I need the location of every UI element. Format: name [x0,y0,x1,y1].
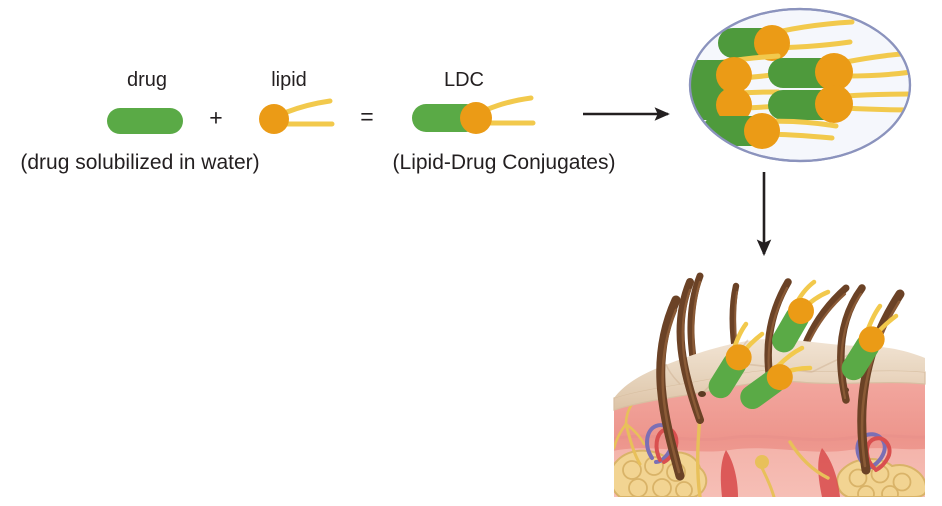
arrector-pili-muscle [818,448,840,497]
skin-conjugate [708,321,765,399]
fat-lobule-cluster [836,458,925,497]
skin-cross-section [613,272,926,497]
skin-conjugate [841,303,899,381]
ldc-label: LDC [443,69,485,91]
skin-conjugate [740,345,813,410]
lipid-label: lipid [271,69,307,91]
drug-caption: (drug solubilized in water) [20,151,260,174]
fat-lobule-cluster [614,449,708,497]
micelle-conjugate [718,19,855,61]
equals-operator: = [360,103,374,130]
ldc-caption: (Lipid-Drug Conjugates) [392,151,616,174]
arrector-pili-muscle [720,450,738,497]
drug-label: drug [126,69,168,91]
hair-shaft [676,278,704,424]
lipid-molecule-icon [259,98,335,134]
ldc-nanoparticle [688,7,912,163]
lipid-drug-conjugate-icon [412,95,536,134]
skin-conjugate [772,279,831,353]
green-capsule-icon [107,108,183,134]
hair-shaft [656,295,685,481]
micelle-conjugate [768,49,910,91]
follicle-pore [698,391,706,397]
hair-shaft [837,284,866,404]
micelle-conjugate [768,85,910,123]
plus-operator: + [209,104,223,131]
